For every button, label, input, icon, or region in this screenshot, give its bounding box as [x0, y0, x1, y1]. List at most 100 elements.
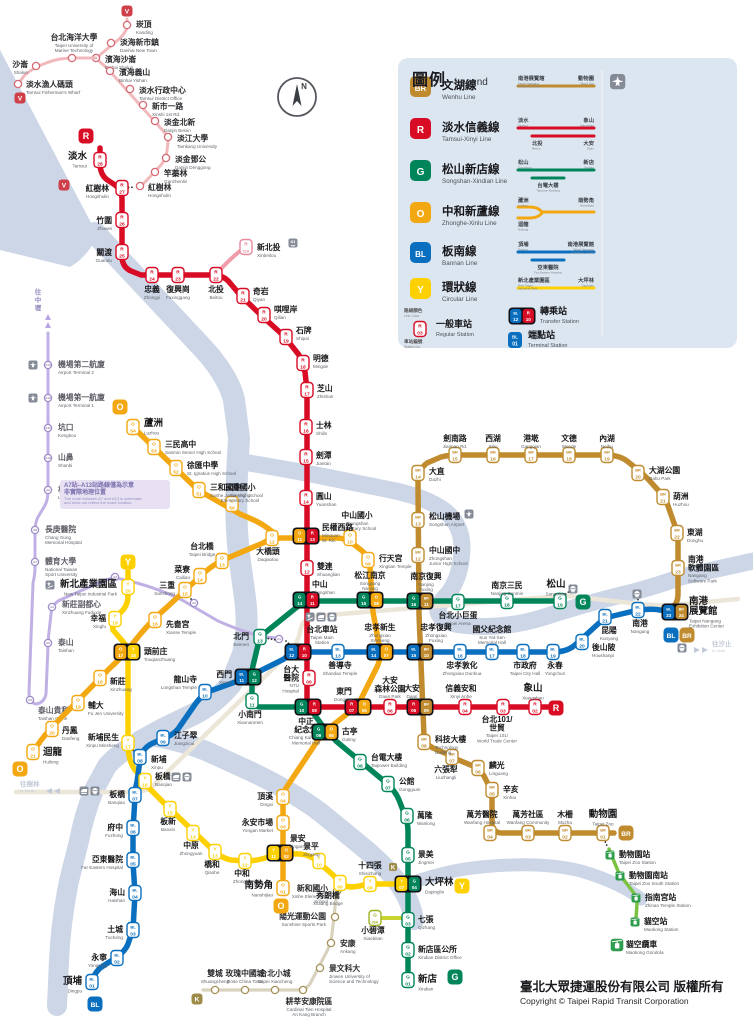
- svg-text:BL: BL: [512, 335, 518, 340]
- svg-text:車站編號: 車站編號: [404, 338, 423, 345]
- svg-text:06: 06: [387, 709, 393, 715]
- svg-text:R: R: [417, 125, 425, 136]
- svg-text:Ganzhenlin: Ganzhenlin: [164, 179, 188, 184]
- svg-text:淡水漁人碼頭: 淡水漁人碼頭: [26, 79, 73, 89]
- svg-text:BR: BR: [679, 608, 685, 612]
- svg-text:Zhongshan: Zhongshan: [312, 590, 335, 595]
- svg-text:Danhai New Town: Danhai New Town: [120, 48, 157, 53]
- svg-text:A7: A7: [33, 560, 37, 564]
- svg-text:BL: BL: [239, 673, 245, 677]
- svg-text:13: 13: [257, 639, 263, 645]
- svg-text:Xindian: Xindian: [584, 165, 594, 169]
- plane-icon: [464, 509, 474, 519]
- svg-text:01: 01: [89, 984, 95, 990]
- svg-text:台北小巨蛋: 台北小巨蛋: [439, 610, 478, 620]
- svg-text:龍山寺: 龍山寺: [174, 674, 198, 684]
- svg-text:20: 20: [579, 644, 585, 650]
- svg-text:Shalun: Shalun: [14, 70, 29, 75]
- svg-text:BL: BL: [114, 952, 120, 957]
- note-en-2: and does not reflect the exact location.: [64, 500, 133, 506]
- svg-text:Gangqian: Gangqian: [521, 444, 541, 449]
- svg-text:15: 15: [303, 459, 309, 465]
- svg-text:大安: 大安: [583, 139, 594, 147]
- svg-text:迴龍: 迴龍: [517, 220, 529, 228]
- svg-text:葫洲: 葫洲: [673, 491, 689, 501]
- svg-text:O: O: [281, 882, 285, 888]
- svg-text:新店: 新店: [418, 973, 438, 985]
- svg-text:A6: A6: [28, 698, 32, 702]
- svg-text:象山: 象山: [523, 682, 542, 694]
- svg-text:K: K: [195, 996, 200, 1003]
- svg-text:Taipei Nangang: Taipei Nangang: [573, 247, 594, 251]
- svg-text:52: 52: [173, 470, 179, 476]
- svg-text:O: O: [131, 421, 135, 427]
- svg-text:BR: BR: [415, 84, 427, 93]
- svg-text:21: 21: [660, 499, 666, 505]
- svg-text:Xinbeitou: Xinbeitou: [257, 253, 277, 258]
- svg-text:南港展覽館: 南港展覽館: [518, 74, 545, 82]
- svg-text:03: 03: [525, 835, 531, 841]
- svg-text:Y: Y: [126, 737, 130, 743]
- svg-text:O: O: [76, 697, 80, 703]
- svg-text:三和國中: 三和國中: [210, 482, 241, 492]
- svg-text:BR: BR: [525, 827, 531, 832]
- svg-text:New Taipei: New Taipei: [518, 283, 533, 287]
- svg-text:11: 11: [310, 601, 315, 606]
- svg-text:台北101/: 台北101/: [482, 714, 514, 724]
- svg-text:A5: A5: [46, 641, 50, 645]
- svg-text:BL: BL: [89, 976, 95, 981]
- svg-text:紅樹林: 紅樹林: [86, 183, 110, 193]
- svg-text:泰山貴和: 泰山貴和: [37, 705, 69, 715]
- svg-text:BR: BR: [424, 597, 430, 601]
- svg-text:淡金鄧公: 淡金鄧公: [175, 154, 206, 164]
- svg-text:中正: 中正: [298, 716, 314, 726]
- svg-text:泰山: 泰山: [57, 637, 74, 647]
- svg-text:Danjin Denggong: Danjin Denggong: [175, 165, 211, 170]
- svg-text:Shisizhang: Shisizhang: [359, 871, 382, 876]
- svg-text:Y: Y: [368, 878, 372, 884]
- svg-text:R: R: [412, 702, 416, 707]
- svg-text:Circular Line: Circular Line: [442, 296, 478, 303]
- svg-text:W. Rd.: W. Rd.: [322, 538, 336, 543]
- svg-text:Zhongxiao: Zhongxiao: [369, 633, 391, 638]
- svg-text:Shipai: Shipai: [296, 336, 309, 341]
- svg-text:22: 22: [674, 535, 680, 541]
- note-en-1: The route between A7 and A13 is schemati…: [64, 495, 143, 501]
- svg-text:Hongshulin: Hongshulin: [148, 193, 171, 198]
- svg-text:西湖: 西湖: [485, 433, 501, 443]
- svg-text:三重國小: 三重國小: [224, 482, 255, 492]
- svg-text:木柵: 木柵: [556, 809, 573, 819]
- svg-text:O: O: [183, 584, 187, 590]
- svg-text:板橋: 板橋: [109, 789, 125, 799]
- svg-text:G: G: [558, 595, 562, 601]
- svg-text:松山: 松山: [546, 578, 565, 590]
- svg-text:Fuxinggang: Fuxinggang: [166, 295, 190, 300]
- svg-text:O: O: [385, 647, 389, 652]
- svg-text:Luzhou: Luzhou: [144, 431, 160, 436]
- svg-text:G: G: [406, 914, 410, 920]
- svg-text:Sanchong: Sanchong: [230, 493, 251, 498]
- svg-text:Guandu: Guandu: [96, 258, 113, 263]
- svg-text:Tamsui-Xinyi Line: Tamsui-Xinyi Line: [442, 136, 492, 143]
- svg-text:BL: BL: [602, 611, 608, 616]
- svg-text:R: R: [304, 451, 308, 457]
- svg-text:善導寺: 善導寺: [328, 660, 352, 670]
- svg-text:Xihu: Xihu: [488, 444, 498, 449]
- svg-text:Y: Y: [132, 647, 135, 652]
- svg-text:Dapinglin: Dapinglin: [425, 890, 445, 895]
- plane-icon: [28, 393, 38, 403]
- svg-text:Beitou: Beitou: [532, 146, 541, 150]
